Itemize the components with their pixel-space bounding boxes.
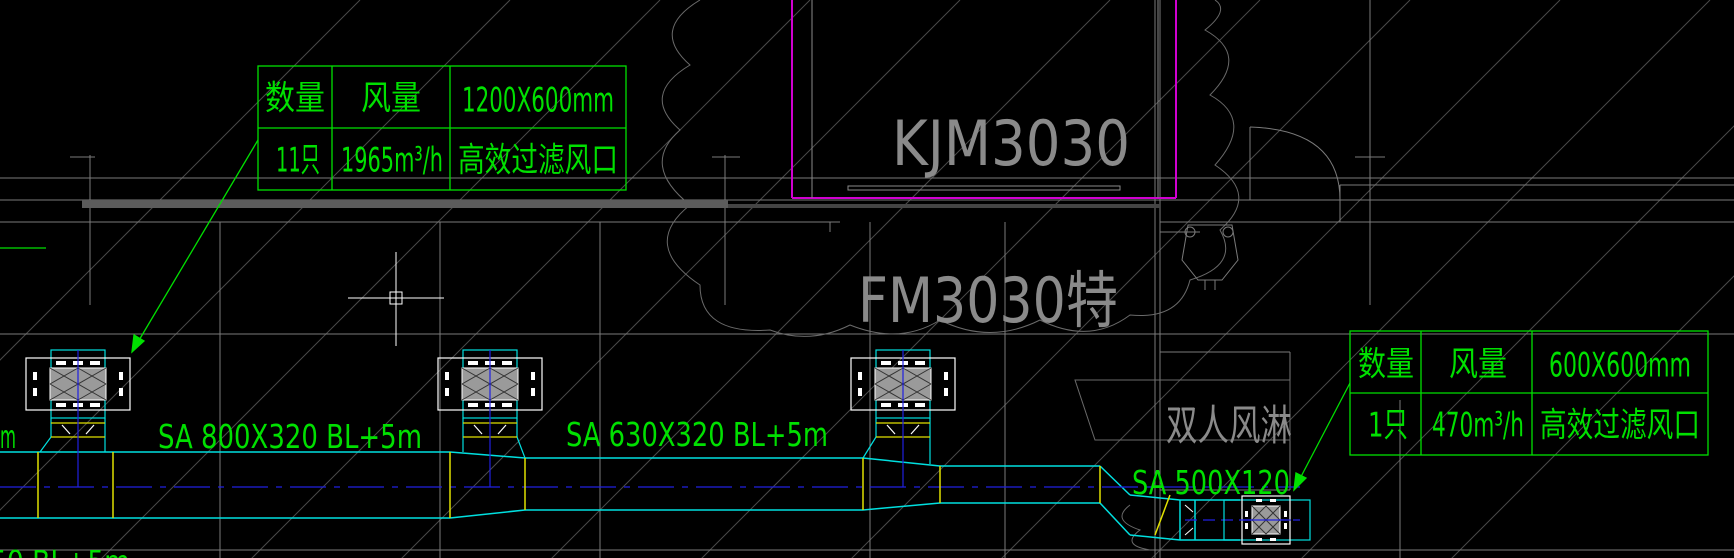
leader-arrows [131, 139, 1351, 492]
table-right-row-qty: 1只 [1368, 406, 1408, 446]
wall-band-lower [728, 204, 1160, 208]
wall-band [82, 200, 728, 208]
diffuser-schedule-table-left: 数量 风量 1200X600mm 11只 1965m³/h 高效过滤风口 [257, 65, 627, 191]
duct-label-left-edge: m [0, 418, 16, 456]
revision-cloud [661, 0, 1240, 337]
inner-frame [811, 0, 1159, 198]
supply-air-duct [0, 451, 1240, 541]
room-label-fm: FM3030特 [858, 264, 1118, 337]
high-efficiency-filter-diffuser-icon[interactable] [25, 349, 131, 419]
table-right-header-qty: 数量 [1358, 345, 1414, 385]
air-shower-outline [1074, 379, 1291, 551]
table-left-header-size: 1200X600mm [462, 81, 614, 121]
table-left-row-desc: 高效过滤风口 [458, 141, 618, 181]
door-frame-walls [791, 0, 1177, 199]
branch-neck [862, 418, 931, 487]
duct-label-seg1: SA 800X320 BL+5m [158, 417, 422, 456]
duct-joints [37, 452, 1171, 536]
branch-neck [462, 418, 526, 487]
table-left-header-qty: 数量 [265, 79, 325, 119]
branch-neck [39, 418, 106, 487]
table-right-row-airflow: 470m³/h [1432, 406, 1524, 446]
branch-neck-small [1184, 504, 1194, 536]
duct-centerline [0, 486, 1300, 521]
high-efficiency-filter-diffuser-icon[interactable] [850, 349, 956, 419]
duct-label-bottom-left: 50 BL+5m [0, 545, 130, 558]
room-label-kjm: KJM3030 [892, 107, 1130, 180]
diffuser-schedule-table-right: 数量 风量 600X600mm 1只 470m³/h 高效过滤风口 [1349, 330, 1709, 456]
door-swing [1181, 126, 1341, 290]
crosshair-cursor-icon[interactable] [348, 252, 444, 346]
table-left-header-airflow: 风量 [361, 79, 421, 119]
room-label-air-shower: 双人风淋 [1166, 401, 1292, 450]
high-efficiency-filter-diffuser-icon[interactable] [437, 349, 543, 419]
duct-label-seg2: SA 630X320 BL+5m [566, 415, 828, 454]
table-left-row-airflow: 1965m³/h [341, 141, 443, 181]
high-efficiency-filter-diffuser-icon[interactable] [1223, 495, 1311, 545]
table-right-row-desc: 高效过滤风口 [1540, 406, 1700, 446]
table-left-row-qty: 11只 [276, 141, 320, 181]
duct-label-seg3: SA 500X120 [1132, 463, 1290, 502]
table-right-header-airflow: 风量 [1449, 345, 1507, 385]
table-right-header-size: 600X600mm [1549, 346, 1691, 386]
